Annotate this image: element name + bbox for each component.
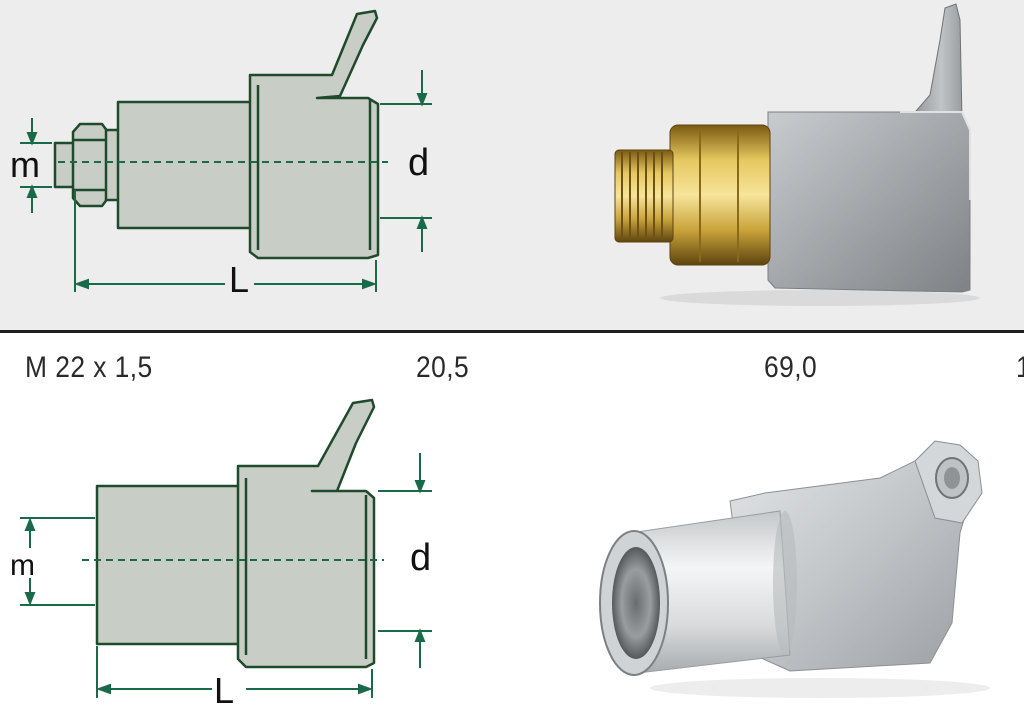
diagram-plain-socket: m d L (10, 398, 432, 711)
row-cut-off-value: 1 (1016, 350, 1024, 386)
dimension-label-d: d (410, 537, 431, 579)
row-divider (0, 330, 1024, 333)
dimension-label-L: L (229, 259, 249, 300)
photo-fin (908, 3, 963, 121)
small-body (95, 484, 242, 646)
hex-nut (71, 122, 110, 208)
photo-threaded-socket (614, 3, 980, 306)
photo-body (767, 111, 971, 293)
dimension-label-d: d (408, 142, 429, 184)
row-d-value: 20,5 (416, 351, 470, 384)
bottom-panel: m d L (0, 333, 1024, 712)
dimension-label-m: m (10, 144, 40, 185)
photo-brass-thread (614, 149, 674, 243)
dimension-label-L: L (214, 670, 234, 711)
photo-brass-nut (669, 124, 771, 266)
row-l-value: 69,0 (764, 351, 818, 384)
large-body (236, 398, 376, 669)
dimension-label-m: m (10, 549, 35, 582)
photo-plain-socket (599, 440, 990, 698)
small-body (116, 100, 253, 230)
diagram-threaded-socket: m d L (10, 9, 432, 300)
large-body (248, 9, 380, 260)
top-panel: m d L (0, 0, 1024, 330)
row-thread-value: M 22 x 1,5 (25, 351, 153, 384)
